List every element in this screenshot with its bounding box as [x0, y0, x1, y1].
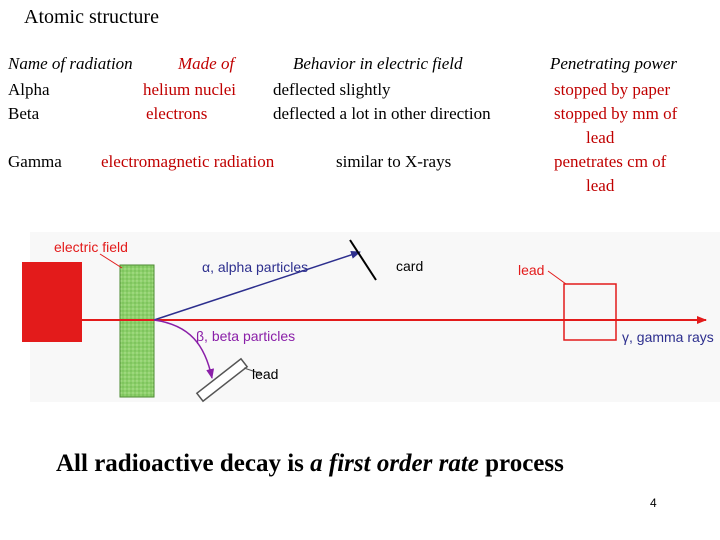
row-alpha-behavior: deflected slightly	[273, 80, 391, 99]
row-beta-penetrating-line1: stopped by mm of	[554, 104, 678, 123]
lead-top-label: lead	[518, 262, 544, 278]
card-barrier	[349, 239, 377, 281]
footer-text-before: All radioactive decay is	[56, 450, 311, 477]
row-beta-behavior: deflected a lot in other direction	[273, 104, 491, 123]
footer-text-after: process	[478, 450, 564, 477]
electric-field-plate	[119, 264, 155, 398]
row-alpha-penetrating: stopped by paper	[554, 80, 671, 99]
row-gamma-penetrating-line2: lead	[586, 176, 615, 195]
row-beta-name: Beta	[8, 104, 40, 123]
lead-plate-beta	[195, 357, 249, 403]
row-beta-penetrating-line2: lead	[586, 128, 615, 147]
header-behavior: Behavior in electric field	[293, 54, 463, 73]
header-penetrating-power: Penetrating power	[550, 54, 678, 73]
header-name-of-radiation: Name of radiation	[8, 54, 133, 73]
gamma-label: γ, gamma rays	[622, 329, 714, 345]
lead-bottom-pointer	[243, 367, 263, 375]
beta-particle-path	[153, 319, 215, 379]
footer-text-italic: a first order rate	[310, 450, 479, 477]
electric-field-label: electric field	[54, 239, 128, 255]
footer-statement: All radioactive decay is a first order r…	[56, 450, 564, 478]
row-gamma-behavior: similar to X-rays	[336, 152, 452, 171]
beta-label: β, beta particles	[196, 328, 295, 344]
lead-top-pointer	[547, 270, 567, 285]
row-alpha-name: Alpha	[8, 80, 50, 99]
electric-field-pointer	[99, 253, 123, 269]
header-made-of: Made of	[178, 54, 235, 73]
alpha-particle-path	[153, 251, 361, 321]
row-beta-made-of: electrons	[146, 104, 208, 123]
lead-bottom-label: lead	[252, 366, 278, 382]
card-label: card	[396, 258, 423, 274]
lead-block-gamma	[563, 283, 617, 341]
page-number: 4	[650, 496, 657, 510]
row-alpha-made-of: helium nuclei	[143, 80, 237, 99]
row-gamma-penetrating-line1: penetrates cm of	[554, 152, 667, 171]
slide-title: Atomic structure	[24, 6, 159, 28]
row-gamma-made-of: electromagnetic radiation	[101, 152, 275, 171]
alpha-label: α, alpha particles	[202, 259, 308, 275]
row-gamma-name: Gamma	[8, 152, 62, 171]
radiation-source	[22, 262, 82, 342]
